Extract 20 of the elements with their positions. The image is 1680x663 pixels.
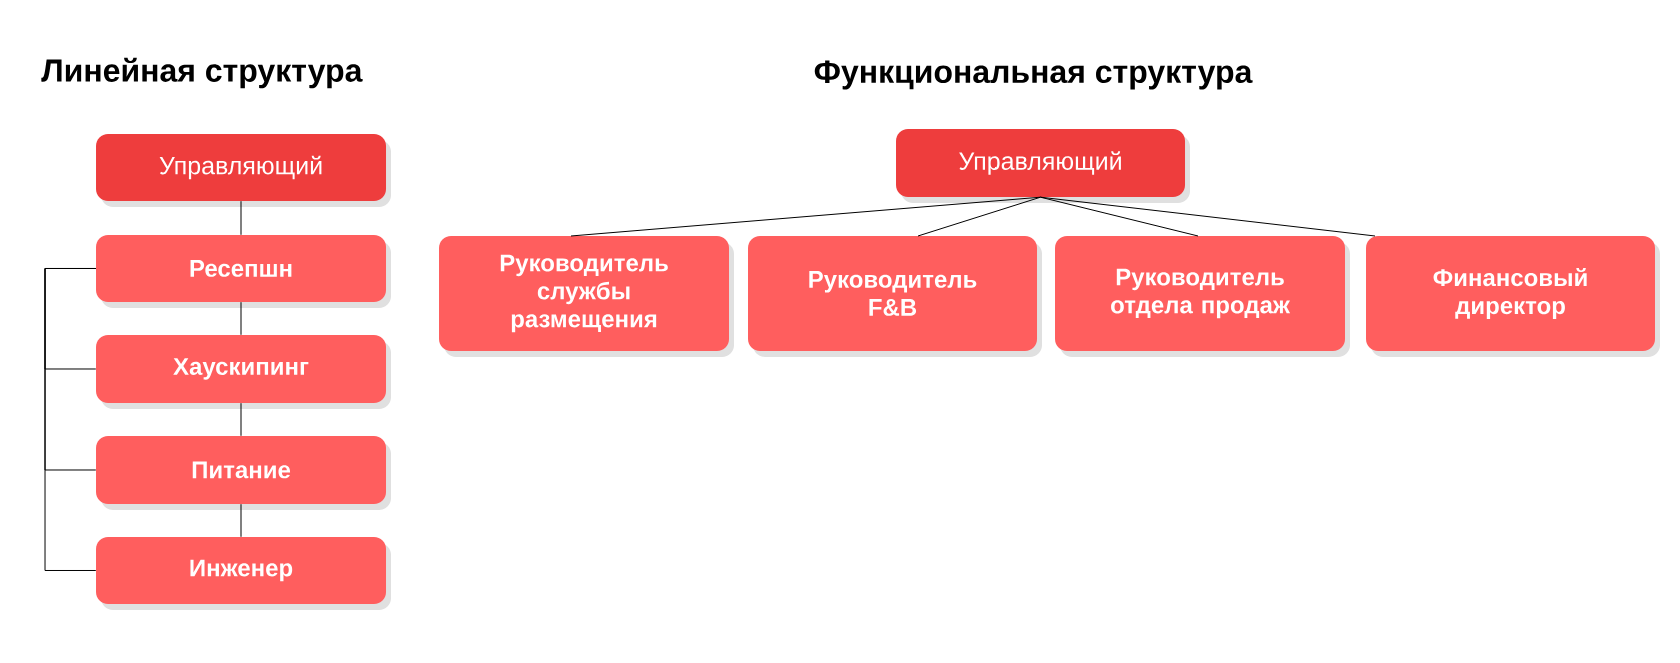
org-box: Управляющий	[96, 134, 391, 207]
org-box: Питание	[96, 436, 391, 510]
org-box: Управляющий	[896, 129, 1190, 203]
connector-line	[44, 268, 97, 571]
org-box: Финансовый директор	[1366, 236, 1660, 357]
org-box: Хаускипинг	[96, 335, 391, 409]
org-box: Инженер	[96, 537, 391, 610]
connector-line	[240, 301, 242, 336]
connector-line	[240, 200, 242, 236]
org-box: Руководитель отдела продаж	[1055, 236, 1350, 357]
connector-line	[1040, 196, 1376, 237]
connector-line	[240, 402, 242, 437]
connector-line	[1040, 196, 1199, 237]
connector-line	[917, 196, 1041, 237]
org-box: Руководитель F&B	[748, 236, 1042, 357]
org-box: Ресепшн	[96, 235, 391, 308]
connector-line	[240, 503, 242, 538]
section-title: Функциональная структура	[814, 60, 1253, 90]
org-box: Руководитель службы размещения	[439, 236, 734, 357]
section-title: Линейная структура	[41, 57, 363, 89]
